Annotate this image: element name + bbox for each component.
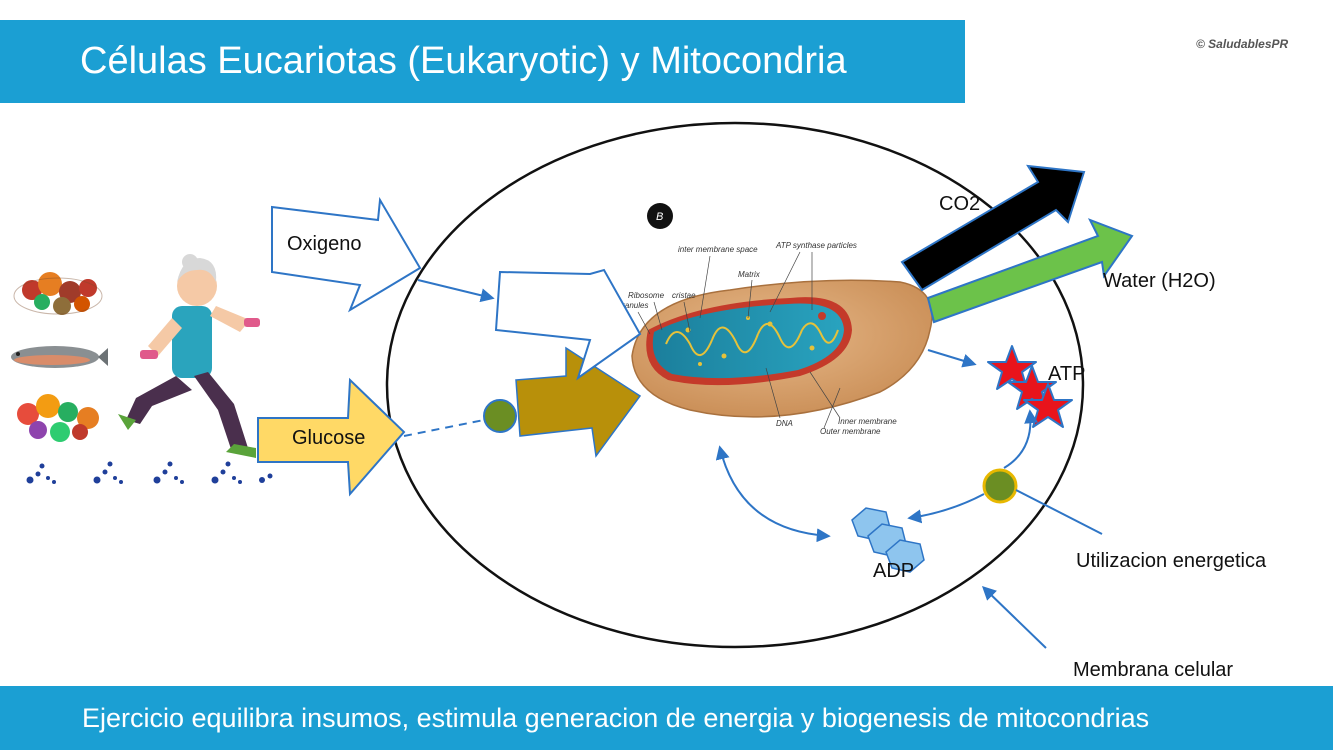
energy-molecule [982,468,1018,504]
vegetables-icon [13,272,103,315]
glucose-molecule [483,399,517,433]
co2-arrow [900,164,1086,292]
co2-label: CO2 [939,193,980,215]
fruits-icon [17,394,99,442]
runner-icon [118,254,260,458]
glucose-dashed-connector [403,419,485,437]
nutrient-dots-icon [26,461,273,484]
glucose-label: Glucose [292,427,365,449]
atp-return-arc [1003,409,1039,469]
part-label-matrix: Matrix [738,270,761,279]
part-label-inner-membrane: Inner membrane [838,417,897,426]
mitochondria-badge [647,203,673,229]
cell-membrane [385,121,1085,649]
fuel-arrow [515,346,642,458]
footer-band [0,686,1333,750]
fish-icon [11,346,108,368]
part-label-granules: Granules [616,301,648,310]
adp-label: ADP [873,560,914,582]
atp-label: ATP [1048,363,1085,385]
page-title: Células Eucariotas (Eukaryotic) y Mitoco… [80,40,847,82]
part-label-dna: DNA [776,419,793,428]
part-label-outer-membrane: Outer membrane [820,427,881,436]
atp-connector [927,349,977,368]
oxygen-inner-arrow [494,268,642,381]
energy-use-label: Utilizacion energetica [1076,550,1267,572]
energy-use-connector [1015,489,1103,535]
adp-return-arc [907,493,985,524]
copyright-note: © SaludablesPR [1196,37,1289,51]
atp-stars [987,345,1073,428]
glucose-arrow [257,377,406,497]
adp-shapes [851,507,925,573]
water-arrow [926,218,1134,324]
footer-caption: Ejercicio equilibra insumos, estimula ge… [82,703,1150,733]
part-leader-lines [637,251,841,429]
title-band [0,20,965,103]
water-label: Water (H2O) [1103,270,1216,292]
adp-to-mito-arc [715,445,831,543]
membrane-connector [981,586,1047,649]
mitochondrion [631,279,933,418]
oxygen-connector [417,279,495,303]
mitochondria-badge-letter: B [656,211,663,223]
oxygen-arrow [271,196,422,313]
oxygen-label: Oxigeno [287,233,362,255]
membrane-label: Membrana celular [1073,659,1233,681]
part-label-cristae: cristae [672,291,696,300]
part-label-atp-synthase: ATP synthase particles [775,241,857,250]
part-label-inter-membrane: inter membrane space [678,245,758,254]
part-label-ribosome: Ribosome [628,291,665,300]
